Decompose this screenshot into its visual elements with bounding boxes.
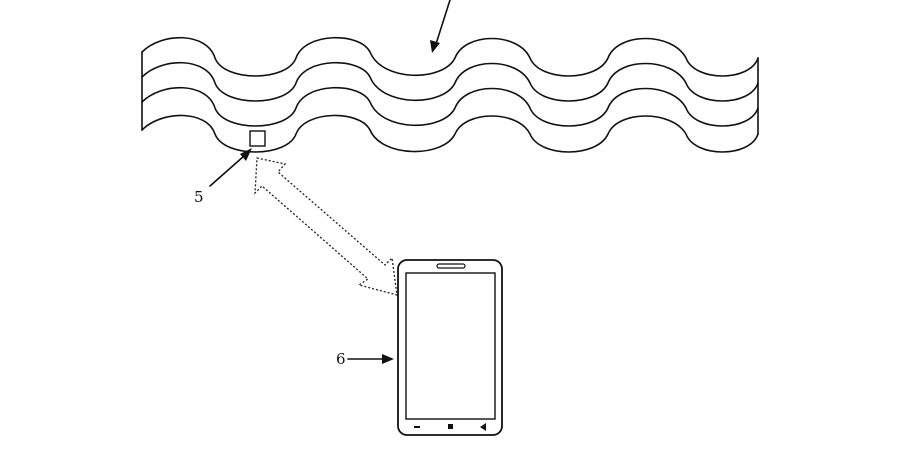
wireless-link-arrow xyxy=(254,157,398,296)
wave-layer-top xyxy=(141,36,759,77)
phone-leader-arrow xyxy=(347,354,394,364)
sensor-reference-label: 5 xyxy=(194,188,204,206)
home-icon[interactable] xyxy=(448,424,453,429)
wave-layer-2 xyxy=(141,61,759,102)
phone-speaker xyxy=(436,263,466,269)
wave-layer-3 xyxy=(141,86,759,127)
sensor-element xyxy=(249,130,266,147)
mobile-phone xyxy=(397,259,503,436)
phone-screen xyxy=(405,272,496,420)
menu-icon[interactable] xyxy=(480,423,486,431)
sheet-leader-arrow xyxy=(430,0,451,53)
phone-reference-label: 6 xyxy=(336,350,346,368)
wavy-layered-sheet xyxy=(141,36,759,153)
wave-layer-bottom xyxy=(141,114,759,153)
sensor-leader-arrow xyxy=(209,148,252,187)
